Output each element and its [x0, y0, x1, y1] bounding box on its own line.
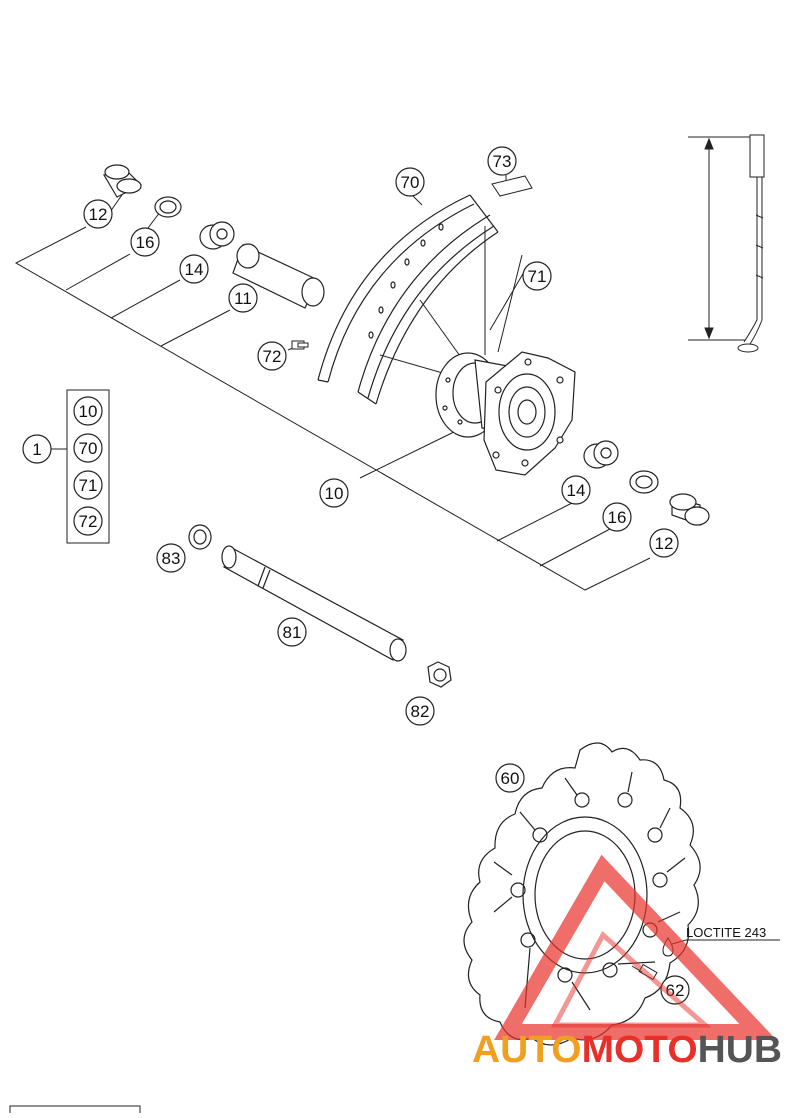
callout-72-mid: 72	[263, 347, 282, 366]
corner-frame	[9, 1105, 141, 1113]
callout-16-top: 16	[136, 233, 155, 252]
svg-text:AUTOMOTOHUB: AUTOMOTOHUB	[472, 1029, 782, 1071]
kit-box	[51, 389, 110, 544]
callout-70: 70	[401, 173, 420, 192]
callout-12-bottom: 12	[655, 534, 674, 553]
bearing-14-top	[199, 221, 235, 250]
callout-81: 81	[283, 623, 302, 642]
watermark-triangle-icon	[494, 854, 777, 1040]
rim-70	[317, 194, 499, 405]
watermark-hub: HUB	[698, 1029, 782, 1071]
callout-60: 60	[501, 769, 520, 788]
watermark-moto: MOTO	[582, 1029, 698, 1071]
callout-10: 10	[325, 484, 344, 503]
rim-tape-73	[491, 175, 533, 197]
kit-item-71: 71	[79, 476, 98, 495]
bearing-14-bottom	[583, 440, 619, 469]
spacer-12-bottom	[669, 493, 710, 526]
callout-82: 82	[411, 702, 430, 721]
spoke-gauge	[688, 134, 765, 353]
nipple-72	[291, 340, 309, 350]
seal-16-top	[154, 196, 182, 218]
kit-item-72: 72	[79, 512, 98, 531]
spokes-71	[379, 226, 523, 379]
callout-83: 83	[162, 549, 181, 568]
watermark-logo: AUTOMOTOHUB	[472, 1029, 782, 1071]
callout-12-top: 12	[89, 205, 108, 224]
hub-10	[435, 351, 576, 476]
callout-1: 1	[32, 440, 41, 459]
callout-14-top: 14	[185, 260, 204, 279]
loctite-label: LOCTITE 243	[686, 925, 766, 940]
callout-16-bottom: 16	[608, 508, 627, 527]
kit-item-10: 10	[79, 402, 98, 421]
spacer-11	[232, 243, 325, 309]
seal-16-bottom	[629, 470, 659, 494]
axle-clamp-83	[188, 524, 212, 550]
callout-73: 73	[493, 152, 512, 171]
callouts	[22, 146, 690, 1005]
callout-71: 71	[528, 267, 547, 286]
callout-14-bottom: 14	[567, 481, 586, 500]
axle-81	[221, 545, 407, 662]
kit-item-70: 70	[79, 439, 98, 458]
callout-11: 11	[234, 289, 252, 308]
axle-nut-82	[427, 661, 452, 688]
watermark-auto: AUTO	[472, 1029, 582, 1071]
spacer-12-top	[103, 164, 143, 198]
